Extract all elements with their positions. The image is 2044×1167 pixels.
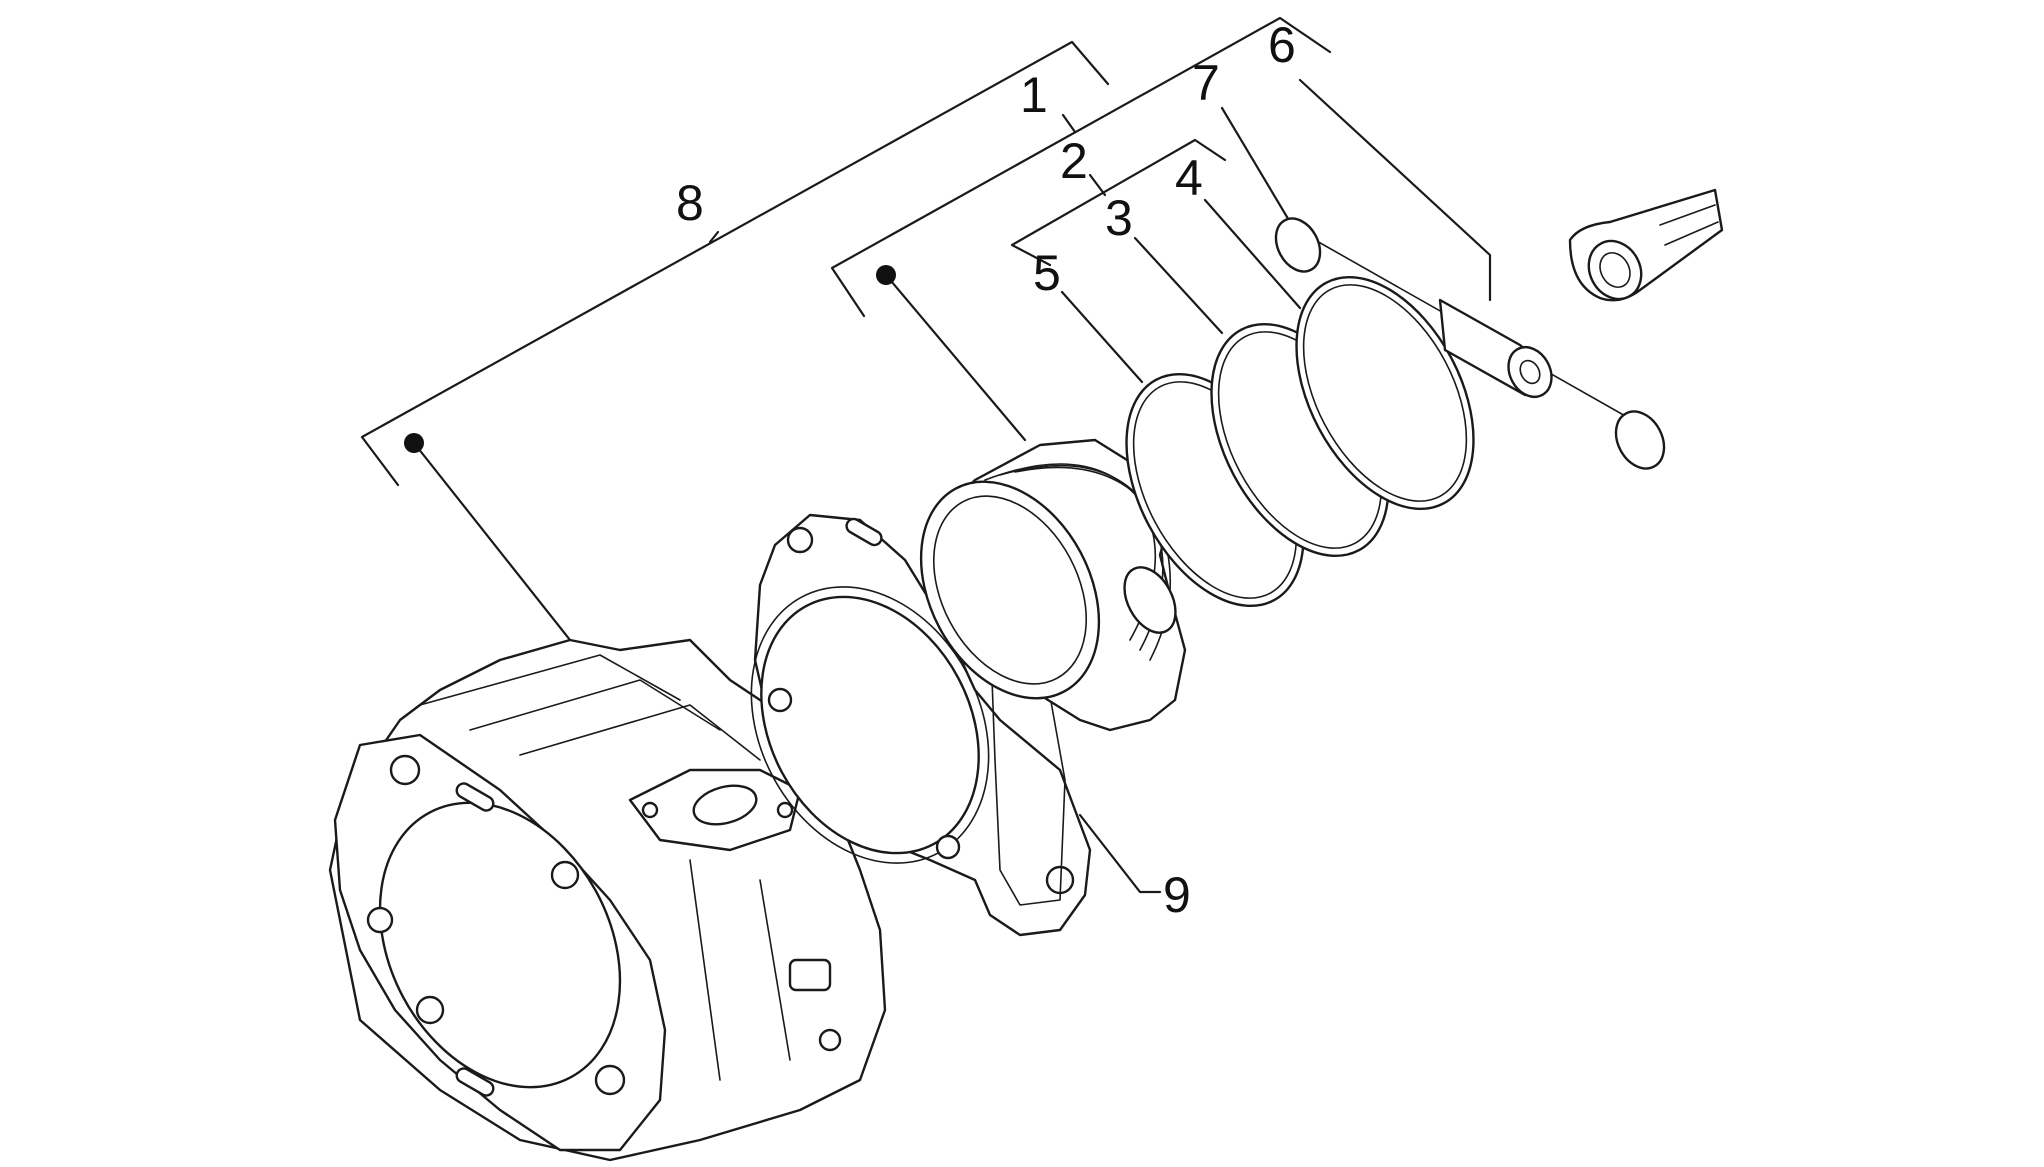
bracket-8 — [360, 40, 1110, 487]
leader-cylinder — [412, 441, 572, 642]
circlip-front — [1274, 217, 1322, 273]
leader-piston — [884, 273, 1027, 442]
leader-lines — [360, 16, 1651, 894]
callout-3: 3 — [1105, 190, 1133, 246]
leader-3 — [1133, 236, 1224, 335]
cylinder-part — [328, 638, 887, 1162]
head-gasket-part — [750, 513, 1092, 937]
callout-5: 5 — [1033, 245, 1061, 301]
circlips — [1274, 217, 1666, 470]
callout-labels: 1 2 3 4 5 6 7 8 9 — [676, 17, 1296, 923]
callout-6: 6 — [1268, 17, 1296, 73]
connecting-rod — [1568, 188, 1724, 302]
leader-5 — [1060, 290, 1144, 384]
callout-8: 8 — [676, 175, 704, 231]
leader-7 — [1220, 106, 1292, 224]
piston-rings — [1125, 275, 1475, 608]
piston-pin-part — [1438, 298, 1553, 399]
callout-7: 7 — [1192, 55, 1220, 111]
leader-6 — [1298, 78, 1492, 302]
kit-dot-cylinder — [404, 433, 424, 453]
leader-2 — [1088, 173, 1107, 197]
leader-9 — [1078, 813, 1162, 894]
kit-dot-piston — [876, 265, 896, 285]
callout-2: 2 — [1060, 133, 1088, 189]
leader-4 — [1203, 198, 1302, 310]
bracket-2 — [830, 16, 1332, 318]
leader-1 — [1061, 113, 1077, 134]
circlip-rear — [1614, 410, 1666, 470]
callout-4: 4 — [1175, 150, 1203, 206]
callout-9: 9 — [1163, 867, 1191, 923]
leader-8 — [708, 230, 720, 244]
callout-1: 1 — [1020, 67, 1048, 123]
